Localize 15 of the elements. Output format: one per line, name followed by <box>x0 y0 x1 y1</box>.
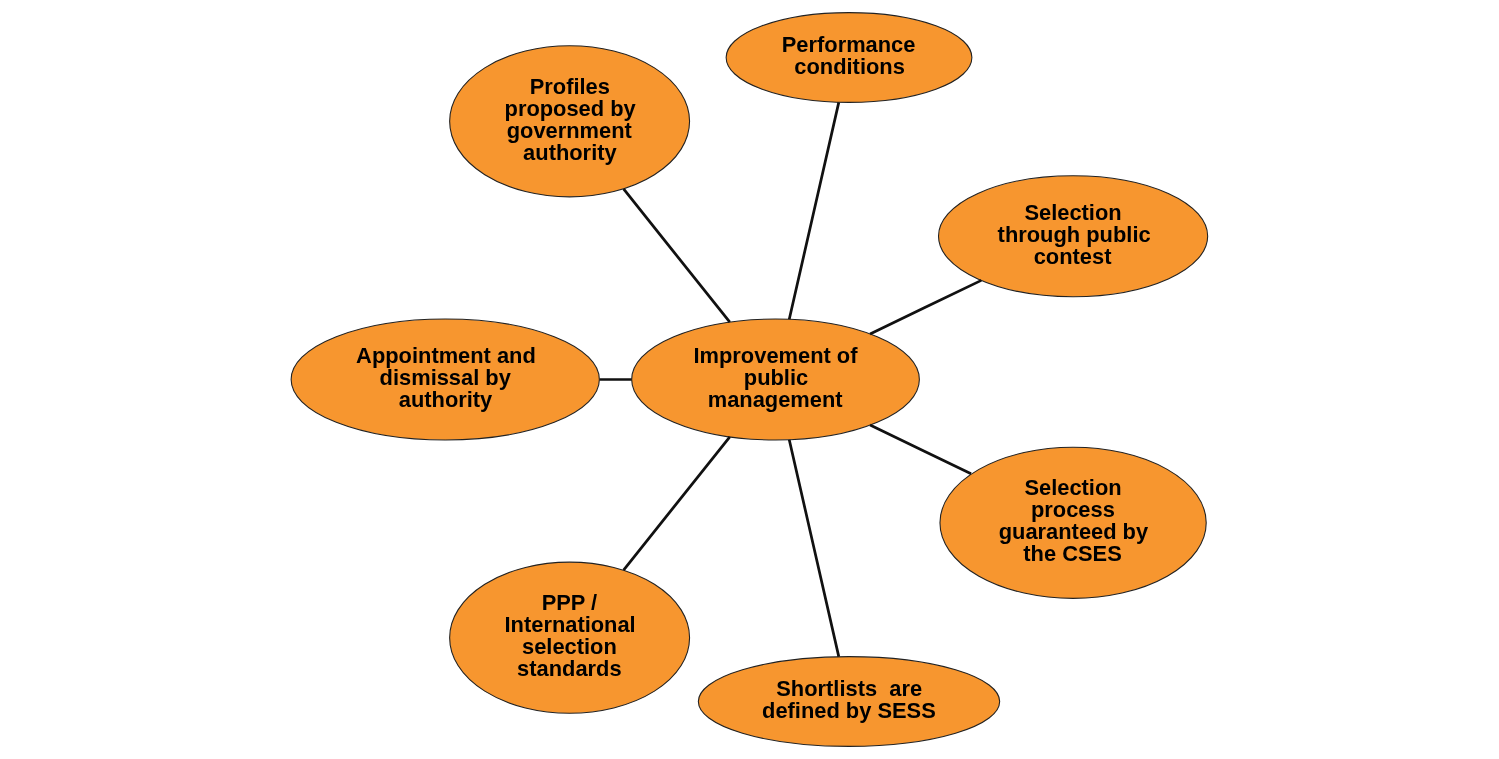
node-ellipse: PPP / International selection standards <box>449 561 691 714</box>
connector <box>787 439 841 657</box>
connector <box>599 378 632 381</box>
connector <box>869 279 982 336</box>
connector <box>869 423 972 475</box>
node-ellipse: Selection through public contest <box>937 175 1209 298</box>
node-ellipse: Selection process guaranteed by the CSES <box>939 446 1207 599</box>
connector <box>622 435 731 571</box>
connector <box>622 188 731 324</box>
node-ellipse: Profiles proposed by government authority <box>449 45 691 198</box>
node-ellipse: Improvement of public management <box>631 318 920 441</box>
node-ellipse: Appointment and dismissal by authority <box>290 318 600 441</box>
connector <box>787 102 841 320</box>
node-ellipse: Shortlists are defined by SESS <box>697 656 1001 747</box>
node-ellipse: Performance conditions <box>725 12 973 103</box>
